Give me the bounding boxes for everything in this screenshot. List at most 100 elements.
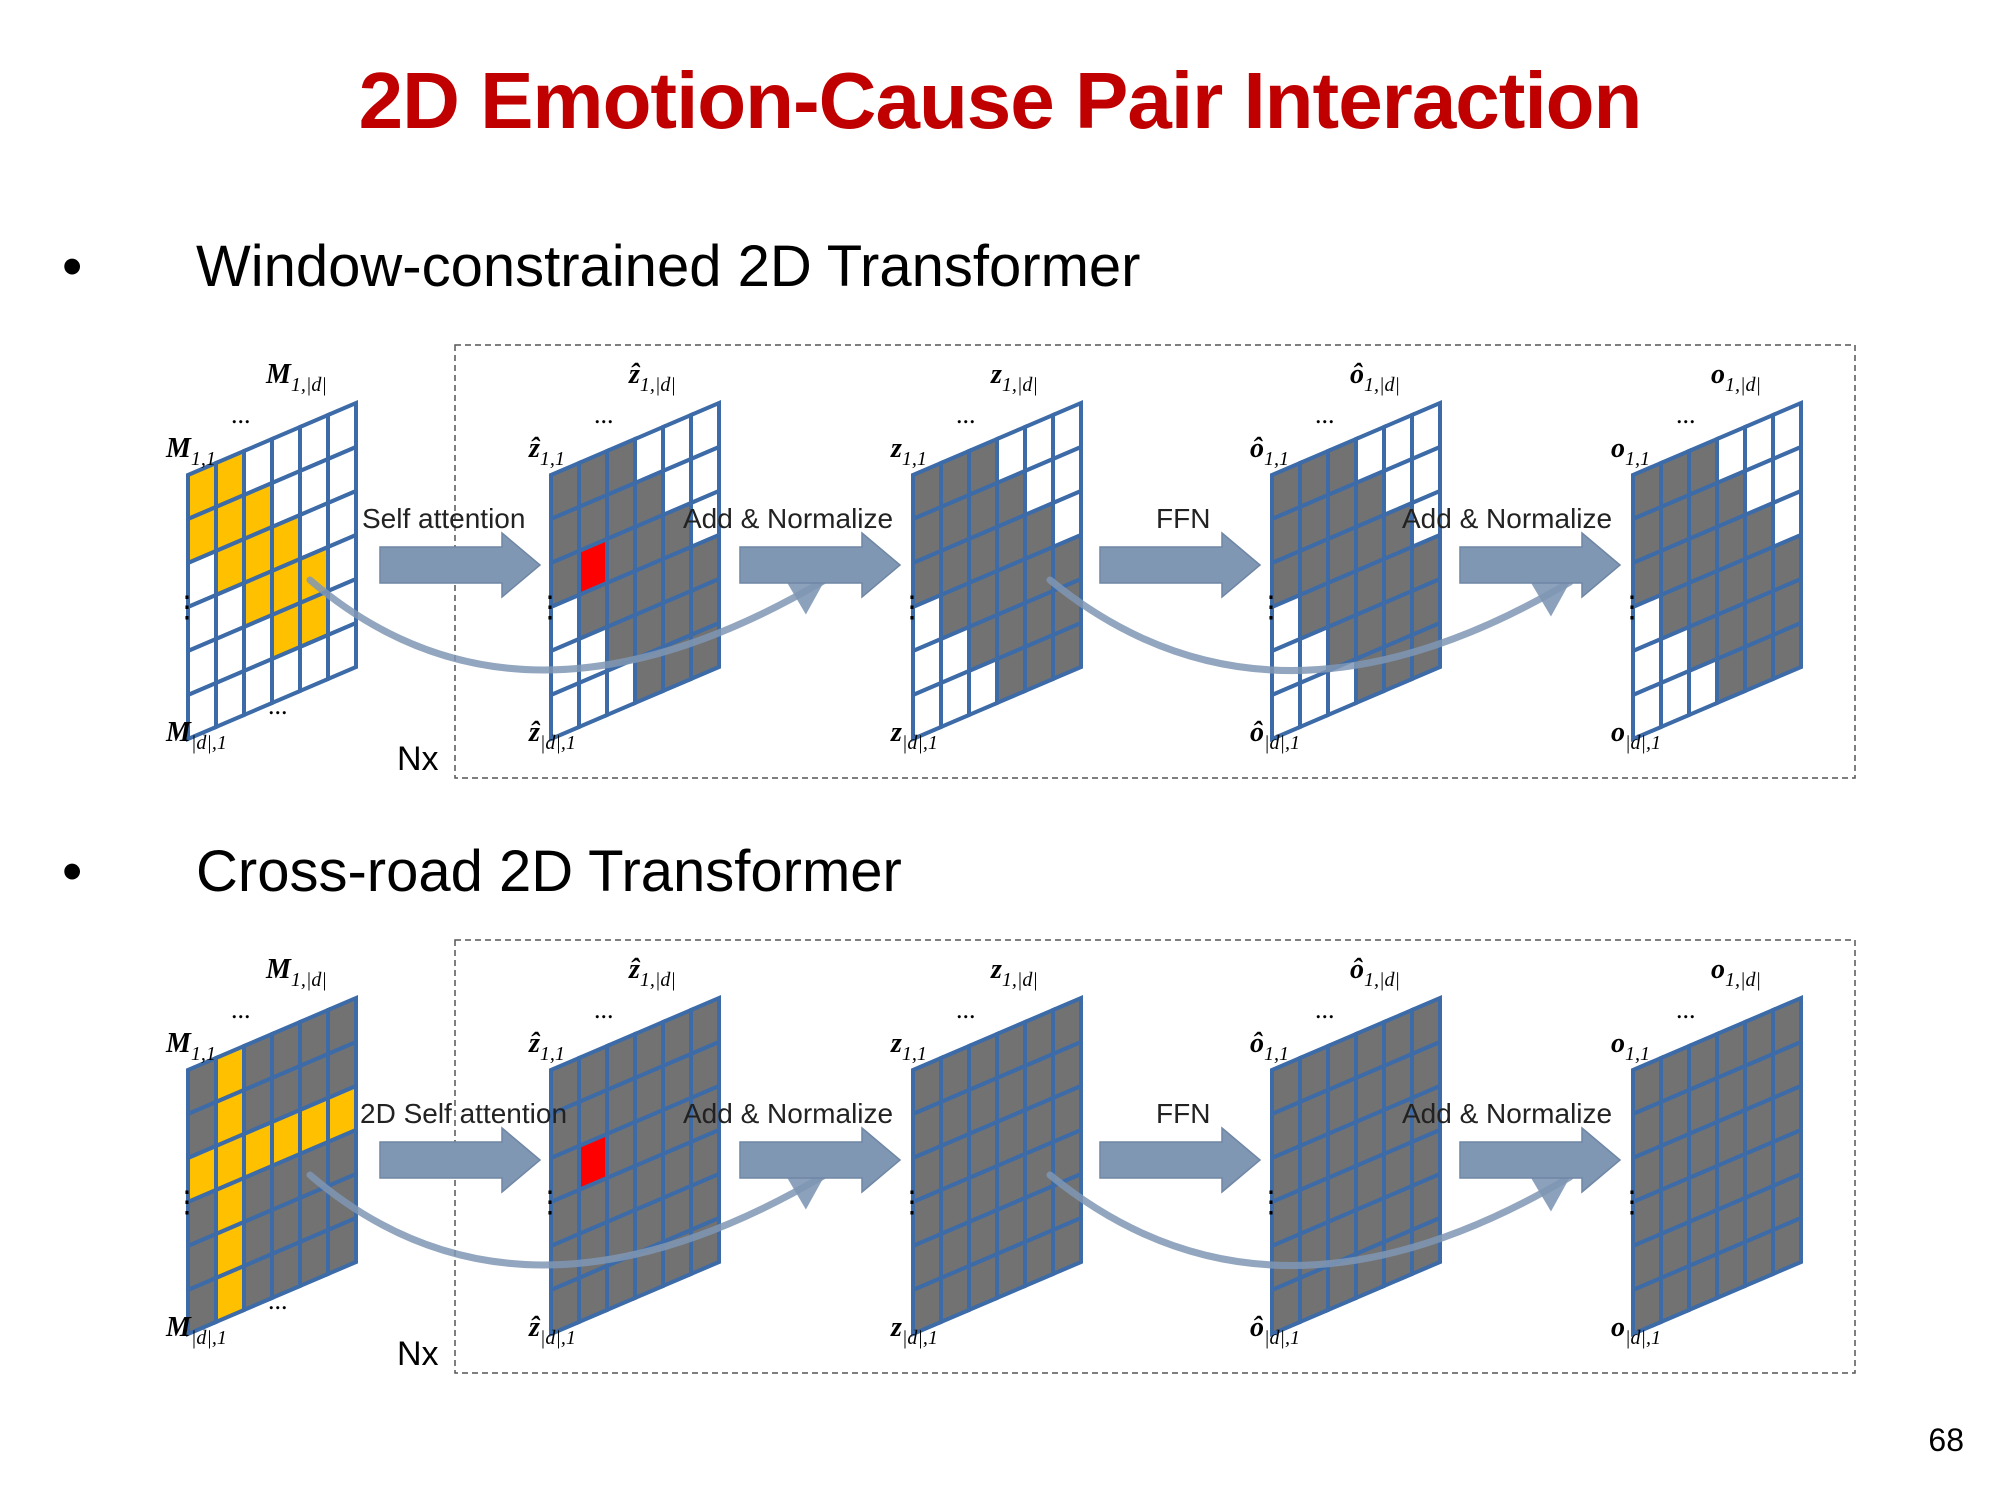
matrix-cell: [1382, 631, 1414, 695]
op-label: Self attention: [362, 503, 525, 534]
matrix-cell: [186, 679, 218, 743]
ellipsis-left: ⋮: [897, 1186, 927, 1219]
matrix-cell: [1715, 643, 1747, 707]
op-arrow: [379, 1126, 542, 1194]
matrix-label-top-left: ô1,1: [1250, 433, 1289, 470]
matrix-cell: [1382, 1226, 1414, 1290]
op-label: FFN: [1156, 1098, 1210, 1129]
matrix-cell: [1270, 679, 1302, 743]
matrix-label-bottom: ô|d|,1: [1250, 1312, 1300, 1349]
matrix-label-top-left: M1,1: [165, 1028, 216, 1065]
matrix-cell: [967, 655, 999, 719]
matrix-label-bottom: z|d|,1: [890, 717, 938, 754]
matrix-cell: [1687, 655, 1719, 719]
ellipsis-top: ...: [594, 995, 614, 1024]
op-arrow: [1099, 531, 1262, 599]
matrix-label-top-left: ẑ1,1: [528, 433, 565, 470]
matrix-cell: [911, 1274, 943, 1338]
matrix-label-top-left: z1,1: [890, 1028, 927, 1065]
matrix-label-bottom: o|d|,1: [1611, 1312, 1661, 1349]
matrix-cell: [1659, 1262, 1691, 1326]
ellipsis-top: ...: [1676, 995, 1696, 1024]
bullet-dot: •: [62, 839, 83, 904]
matrix-cell: [1298, 667, 1330, 731]
matrix-cell: [1687, 1250, 1719, 1314]
residual-curve-head: [1530, 1177, 1570, 1212]
ellipsis-left: ⋮: [535, 591, 565, 624]
ellipsis-left: ⋮: [1617, 591, 1647, 624]
matrix-cell: [1051, 1214, 1083, 1278]
matrix-cell: [1023, 1226, 1055, 1290]
ellipsis-top: ...: [1315, 400, 1335, 429]
residual-curve: [1046, 1171, 1574, 1269]
section-1-heading-row: •Window-constrained 2D Transformer: [62, 233, 1140, 300]
op-arrow: [379, 531, 542, 599]
residual-curve-head: [785, 580, 825, 615]
section-2-heading-row: • Cross-road 2D Transformer: [62, 838, 902, 905]
op-label: Add & Normalize: [1402, 1098, 1612, 1129]
ellipsis-bottom: ...: [268, 1286, 288, 1315]
repeat-label: Nx: [397, 740, 439, 778]
ellipsis-top: ...: [1676, 400, 1696, 429]
section-2-heading: Cross-road 2D Transformer: [196, 839, 902, 904]
ellipsis-bottom: ...: [268, 691, 288, 720]
matrix-label-top-left: z1,1: [890, 433, 927, 470]
matrix-cell: [326, 1214, 358, 1278]
matrix-z: [911, 994, 1083, 1338]
matrix-cell: [967, 1250, 999, 1314]
matrix-o-hat: [1270, 994, 1442, 1338]
matrix-label-bottom: ô|d|,1: [1250, 717, 1300, 754]
matrix-cell: [1270, 1274, 1302, 1338]
residual-curve-head: [785, 1175, 825, 1210]
matrix-cell: [911, 679, 943, 743]
matrix-label-bottom: o|d|,1: [1611, 717, 1661, 754]
matrix-cell: [186, 1274, 218, 1338]
ellipsis-left: ⋮: [1256, 1186, 1286, 1219]
matrix-cell: [1631, 679, 1663, 743]
matrix-label-top-right: M1,|d|: [265, 954, 327, 991]
op-arrow: [1459, 531, 1622, 599]
matrix-z: [911, 399, 1083, 743]
residual-curve: [306, 576, 829, 674]
matrix-cell: [1023, 631, 1055, 695]
matrix-cell: [549, 1274, 581, 1338]
ellipsis-top: ...: [231, 995, 251, 1024]
matrix-cell: [298, 631, 330, 695]
matrix-label-top-right: o1,|d|: [1711, 954, 1761, 991]
matrix-cell: [1743, 631, 1775, 695]
ellipsis-top: ...: [231, 400, 251, 429]
page-number: 68: [1928, 1422, 1964, 1458]
matrix-input: [186, 994, 358, 1338]
matrix-cell: [214, 1262, 246, 1326]
repeat-block-frame: [454, 344, 1856, 779]
op-label: Add & Normalize: [683, 1098, 893, 1129]
matrix-label-top-left: o1,1: [1611, 1028, 1650, 1065]
matrix-label-bottom: ẑ|d|,1: [528, 1312, 576, 1349]
matrix-cell: [939, 1262, 971, 1326]
ellipsis-left: ⋮: [1617, 1186, 1647, 1219]
matrix-cell: [577, 667, 609, 731]
ellipsis-left: ⋮: [172, 1186, 202, 1219]
residual-curve: [306, 1171, 829, 1269]
residual-curve: [1046, 576, 1574, 674]
matrix-label-top-left: o1,1: [1611, 433, 1650, 470]
matrix-z-hat: [549, 994, 721, 1338]
matrix-cell: [995, 1238, 1027, 1302]
matrix-cell: [326, 619, 358, 683]
matrix-cell: [1743, 1226, 1775, 1290]
matrix-label-top-right: ẑ1,|d|: [628, 359, 676, 396]
matrix-label-bottom: z|d|,1: [890, 1312, 938, 1349]
matrix-label-bottom: M|d|,1: [165, 1312, 227, 1349]
section-1-heading: Window-constrained 2D Transformer: [196, 234, 1141, 299]
matrix-label-top-right: M1,|d|: [265, 359, 327, 396]
slide-title: 2D Emotion-Cause Pair Interaction: [358, 56, 1643, 145]
matrix-z-hat: [549, 399, 721, 743]
repeat-label: Nx: [397, 1335, 439, 1373]
matrix-cell: [1659, 667, 1691, 731]
matrix-label-top-left: M1,1: [165, 433, 216, 470]
matrix-label-top-left: ẑ1,1: [528, 1028, 565, 1065]
matrix-cell: [577, 1262, 609, 1326]
ellipsis-top: ...: [1315, 995, 1335, 1024]
matrix-label-top-right: ô1,|d|: [1350, 359, 1400, 396]
